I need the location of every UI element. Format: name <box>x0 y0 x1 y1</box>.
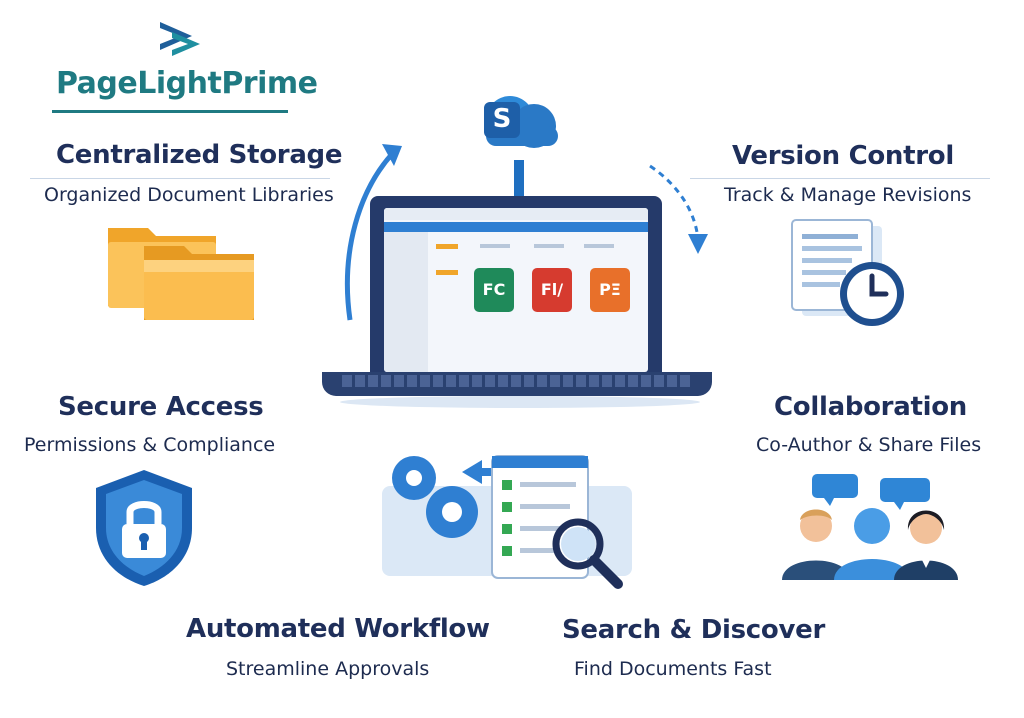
collab-title: Collaboration <box>774 392 967 422</box>
version-subtitle: Track & Manage Revisions <box>724 184 972 206</box>
search-title: Search & Discover <box>562 615 825 645</box>
workflow-subtitle: Streamline Approvals <box>226 658 430 680</box>
chevron-logo-icon <box>160 22 200 56</box>
clock-document-icon <box>791 219 904 326</box>
cloud-connector <box>514 160 524 200</box>
cloud-glyph: S <box>492 104 512 134</box>
folder-icon <box>108 228 254 320</box>
cloud-icon <box>484 96 558 148</box>
collab-subtitle: Co-Author & Share Files <box>756 434 982 456</box>
brand-logo: PageLightPrime <box>52 18 318 118</box>
search-subtitle: Find Documents Fast <box>574 658 772 680</box>
tile-label-3: PΞ <box>599 280 621 299</box>
brand-name: PageLightPrime <box>56 66 318 101</box>
tile-label-2: Fl/ <box>540 280 564 299</box>
people-chat-icon <box>782 474 958 580</box>
security-title: Secure Access <box>58 392 264 422</box>
security-subtitle: Permissions & Compliance <box>24 434 276 456</box>
gears-checklist-icon <box>382 455 632 589</box>
laptop-keys <box>342 375 692 387</box>
version-title: Version Control <box>732 141 954 171</box>
brand-underline <box>52 110 288 113</box>
cloud-badge: S <box>470 82 570 162</box>
shield-lock-icon <box>96 470 192 586</box>
storage-subtitle: Organized Document Libraries <box>44 184 334 206</box>
file-tiles <box>474 268 630 312</box>
cycle-arrows <box>344 144 708 321</box>
storage-title: Centralized Storage <box>56 140 343 170</box>
workflow-title: Automated Workflow <box>186 614 490 644</box>
tile-label-1: FC <box>482 280 506 299</box>
laptop-shadow <box>340 396 700 408</box>
